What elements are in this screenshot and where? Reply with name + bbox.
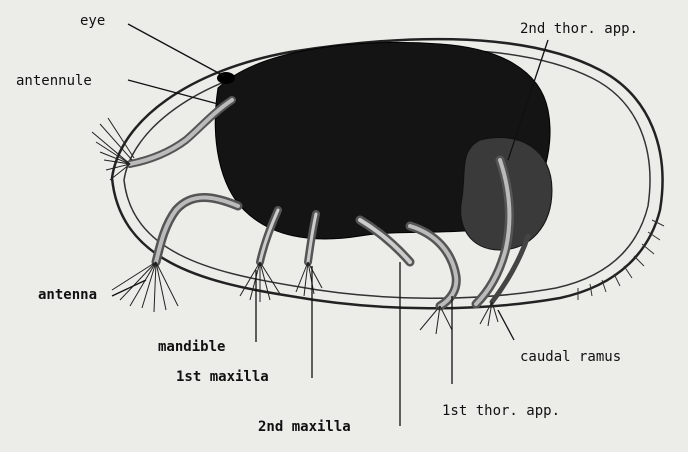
- label-caudal-ramus: caudal ramus: [520, 350, 621, 364]
- label-eye: eye: [80, 14, 105, 28]
- label-maxilla2: 2nd maxilla: [258, 420, 351, 434]
- leader-antennule: [128, 80, 218, 104]
- label-thor-app2: 2nd thor. app.: [520, 22, 638, 36]
- label-antennule: antennule: [16, 74, 92, 88]
- leader-eye: [128, 24, 224, 76]
- label-antenna: antenna: [38, 288, 97, 302]
- label-maxilla1: 1st maxilla: [176, 370, 269, 384]
- label-thor-app1: 1st thor. app.: [442, 404, 560, 418]
- thor-app1-setae: [420, 306, 452, 334]
- antenna-limb: [156, 198, 238, 263]
- label-mandible: mandible: [158, 340, 225, 354]
- maxilla1-setae: [296, 262, 322, 296]
- antenna-setae: [112, 262, 178, 312]
- leader-caudal-ramus: [498, 310, 514, 340]
